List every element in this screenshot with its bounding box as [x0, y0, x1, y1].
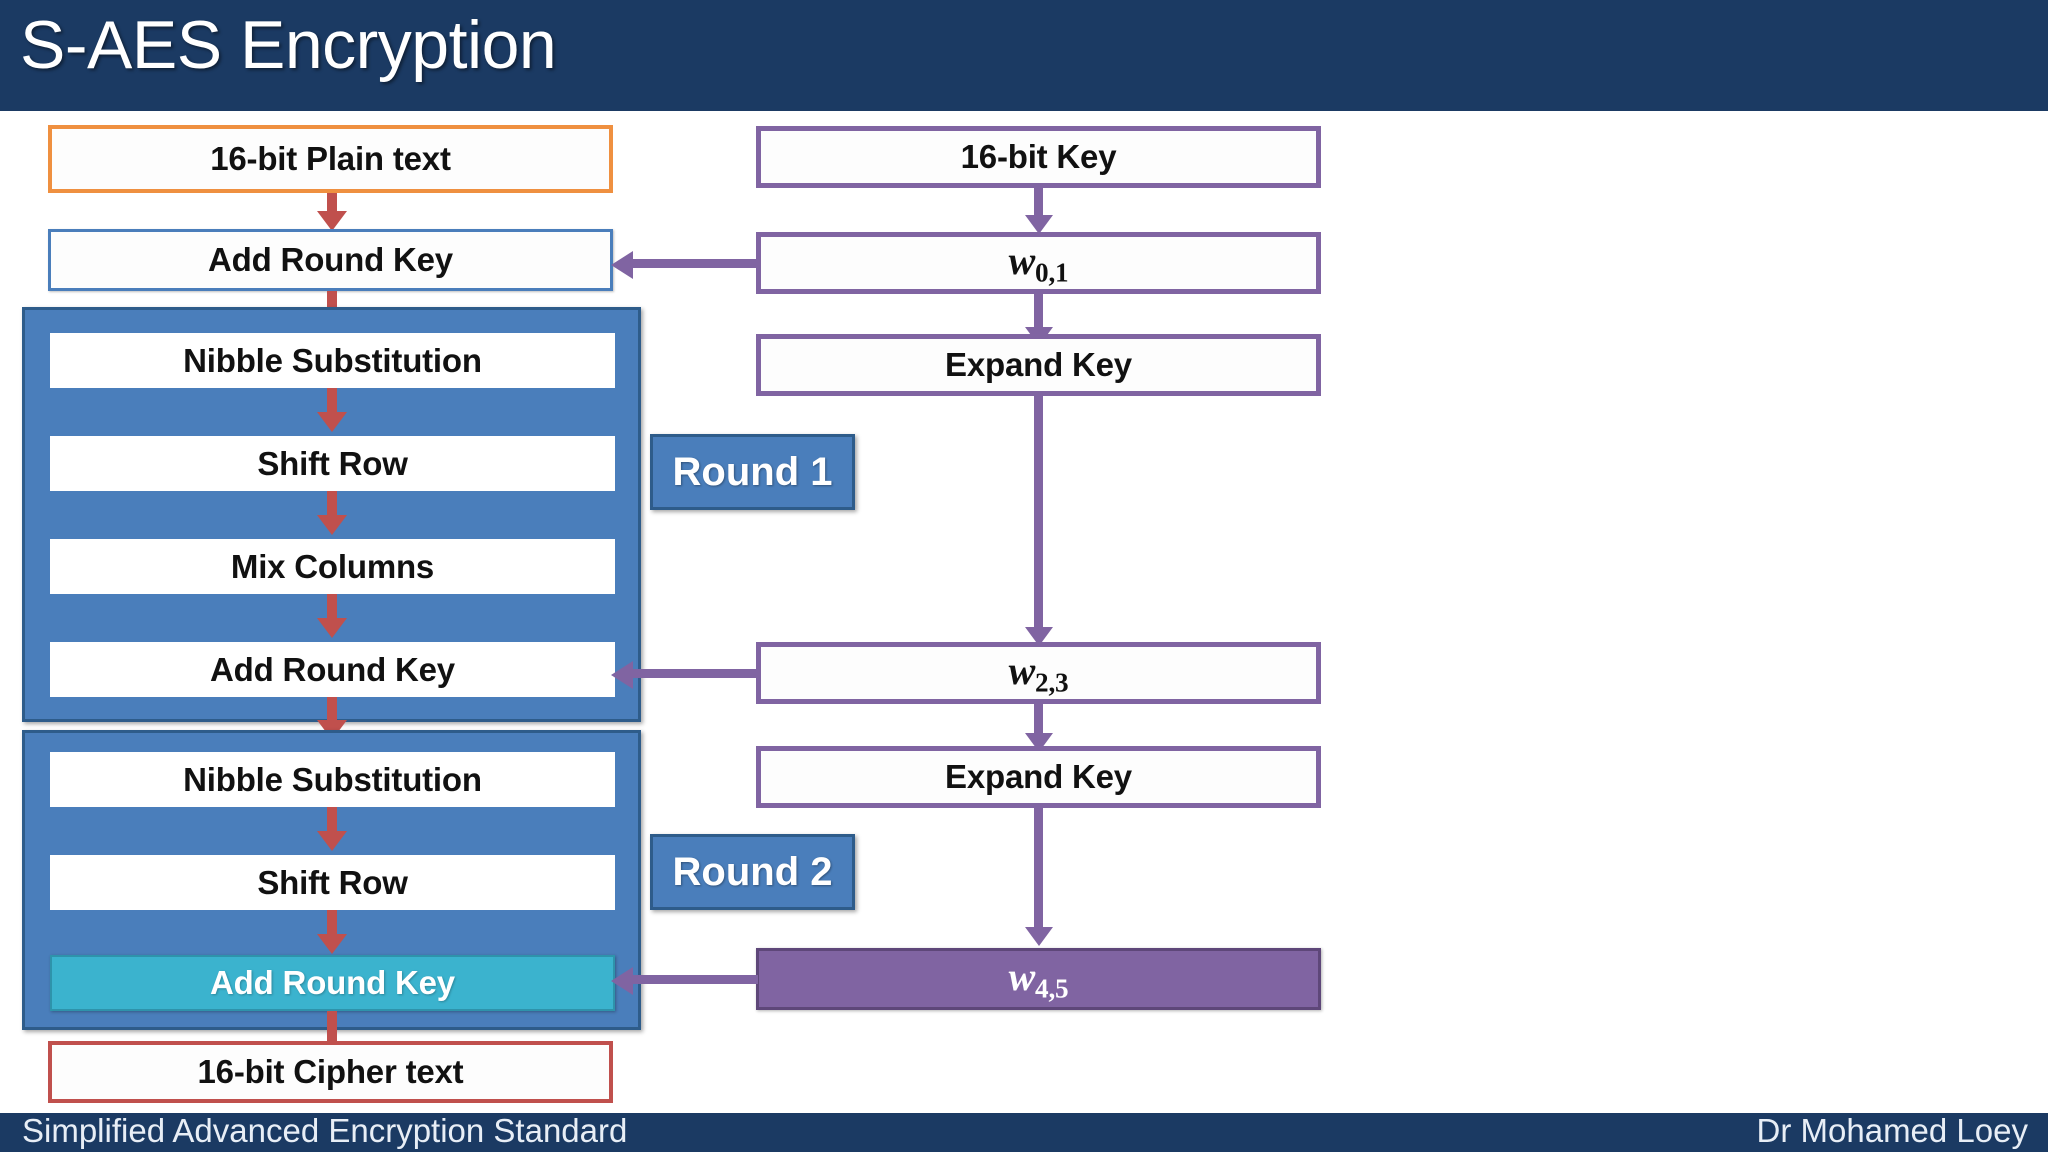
w23-label: w2,3 — [1008, 648, 1069, 698]
w45-box-highlighted: w4,5 — [756, 948, 1321, 1010]
round1-step-nibble-substitution: Nibble Substitution — [50, 333, 615, 388]
w01-box: w0,1 — [756, 232, 1321, 294]
w01-label: w0,1 — [1008, 238, 1069, 288]
initial-add-round-key-box: Add Round Key — [48, 229, 613, 291]
w23-box: w2,3 — [756, 642, 1321, 704]
round1-step-add-round-key: Add Round Key — [50, 642, 615, 697]
round1-step-mix-columns: Mix Columns — [50, 539, 615, 594]
round2-step-add-round-key-highlighted: Add Round Key — [50, 955, 615, 1011]
key-input-box: 16-bit Key — [756, 126, 1321, 188]
expand-key-1-box: Expand Key — [756, 334, 1321, 396]
round2-step-nibble-substitution: Nibble Substitution — [50, 752, 615, 807]
header-bar — [0, 0, 2048, 111]
cipher-text-box: 16-bit Cipher text — [48, 1041, 613, 1103]
w45-label: w4,5 — [1008, 954, 1069, 1004]
footer-subject-label: Simplified Advanced Encryption Standard — [22, 1112, 628, 1149]
page-title: S-AES Encryption — [20, 7, 557, 83]
round-1-badge: Round 1 — [650, 434, 855, 510]
round2-step-shift-row: Shift Row — [50, 855, 615, 910]
round1-step-shift-row: Shift Row — [50, 436, 615, 491]
round-2-badge: Round 2 — [650, 834, 855, 910]
footer-bar — [0, 1113, 2048, 1152]
footer-author-label: Dr Mohamed Loey — [1756, 1112, 2028, 1149]
expand-key-2-box: Expand Key — [756, 746, 1321, 808]
plain-text-box: 16-bit Plain text — [48, 125, 613, 193]
